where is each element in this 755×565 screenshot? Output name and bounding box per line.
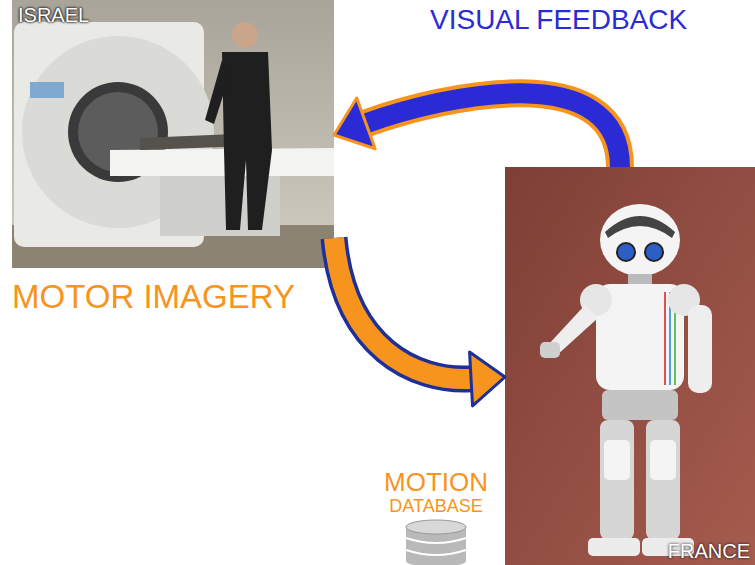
- node-label: ISRAEL: [18, 4, 328, 27]
- robot-photo: [505, 167, 755, 565]
- node-label: FRANCE: [668, 540, 750, 563]
- mri-photo: [12, 0, 334, 268]
- arrow-body: [366, 93, 620, 167]
- arrow-outline: [366, 93, 620, 167]
- database-icon: [406, 520, 466, 565]
- arrow-head: [470, 352, 505, 406]
- arrow-head: [334, 98, 375, 149]
- edge-label: VISUAL FEEDBACK: [430, 4, 687, 36]
- edge-label: MOTOR IMAGERY: [12, 278, 295, 316]
- photo-panel: ISRAEL: [12, 0, 334, 268]
- arrow-outline: [334, 238, 471, 379]
- photo-panel: FRANCE: [505, 167, 755, 565]
- database-node: MOTIONDATABASE: [376, 468, 496, 522]
- connector-arrow: [334, 93, 620, 167]
- node-label: MOTION: [384, 468, 488, 496]
- node-label: DATABASE: [389, 496, 482, 516]
- arrow-body: [334, 238, 471, 379]
- connector-arrow: [334, 238, 505, 406]
